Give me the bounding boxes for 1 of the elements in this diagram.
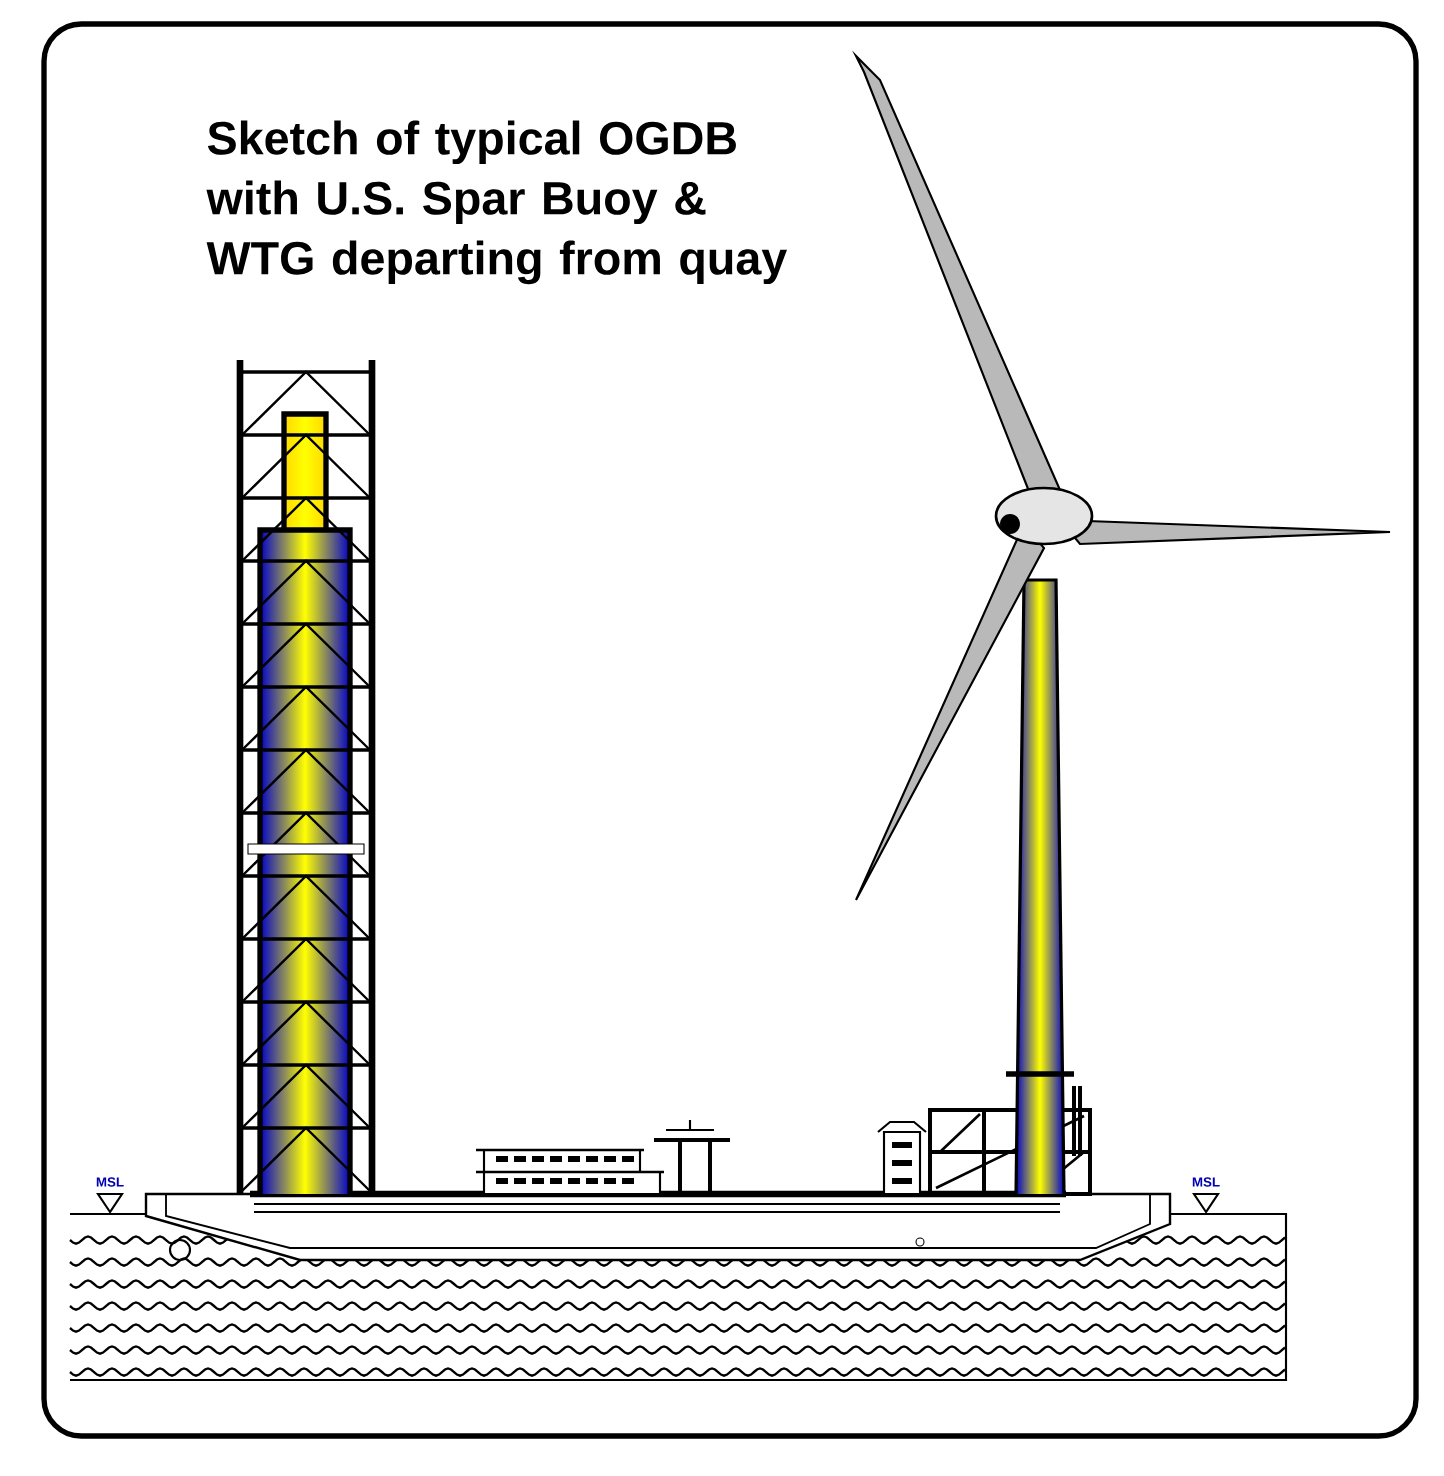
title: Sketch of typical OGDB with U.S. Spar Buoy & WTG departing from quay xyxy=(206,120,788,285)
